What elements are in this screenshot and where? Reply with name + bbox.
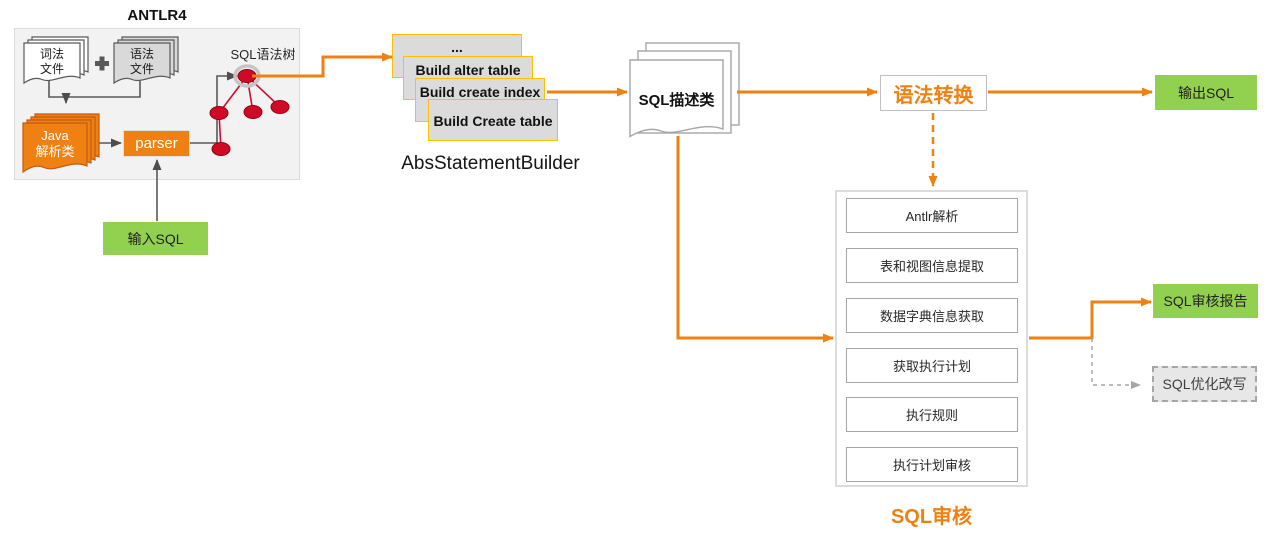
builder-card-create-table: Build Create table <box>428 99 558 141</box>
sql-audit-report-box: SQL审核报告 <box>1153 284 1258 318</box>
audit-step-table-view-extract: 表和视图信息提取 <box>846 248 1018 283</box>
input-sql-box: 输入SQL <box>103 222 208 255</box>
lexer-files-label: 词法 文件 <box>24 47 80 77</box>
antlr-title: ANTLR4 <box>127 7 187 24</box>
builder-label: AbsStatementBuilder <box>401 153 580 174</box>
sql-audit-label: SQL审核 <box>890 506 973 528</box>
java-classes-label: Java 解析类 <box>23 128 87 160</box>
grammar-line2: 文件 <box>129 62 154 76</box>
audit-step-exec-plan-audit: 执行计划审核 <box>846 447 1018 482</box>
rewrite-dashed-arrow <box>1091 338 1141 389</box>
grammar-files-label: 语法 文件 <box>114 47 170 77</box>
audit-step-exec-rules: 执行规则 <box>846 397 1018 432</box>
java-line2: 解析类 <box>35 144 75 159</box>
audit-step-get-exec-plan: 获取执行计划 <box>846 348 1018 383</box>
java-line1: Java <box>41 128 69 143</box>
output-sql-box: 输出SQL <box>1155 75 1257 110</box>
sql-desc-label: SQL描述类 <box>638 92 715 109</box>
syntax-convert-box: 语法转换 <box>880 75 987 111</box>
sql-audit-panel <box>835 190 1028 487</box>
audit-step-data-dict-fetch: 数据字典信息获取 <box>846 298 1018 333</box>
audit-step-antlr-parse: Antlr解析 <box>846 198 1018 233</box>
lexer-line1: 词法 <box>39 47 64 61</box>
sql-optimize-rewrite-box: SQL优化改写 <box>1152 366 1257 402</box>
lexer-line2: 文件 <box>39 62 64 76</box>
grammar-line1: 语法 <box>129 47 154 61</box>
parser-box: parser <box>123 130 190 157</box>
sql-syntax-tree-label: SQL语法树 <box>230 47 296 62</box>
